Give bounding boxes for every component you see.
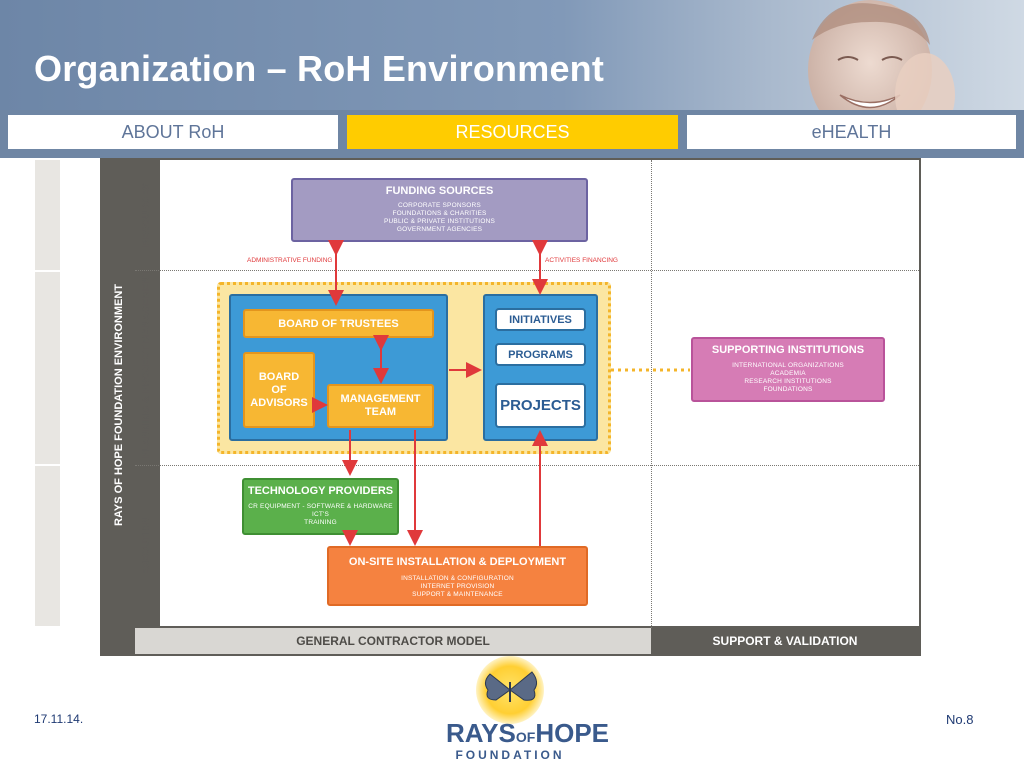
technology-provider-item: CR EQUIPMENT - SOFTWARE & HARDWARE	[248, 503, 393, 510]
side-title: RAYS OF HOPE FOUNDATION ENVIRONMENT	[113, 283, 125, 527]
footer-support-validation: SUPPORT & VALIDATION	[651, 628, 919, 654]
supporting-institutions-box: SUPPORTING INSTITUTIONS INTERNATIONAL OR…	[691, 337, 885, 402]
onsite-deployment-item: INTERNET PROVISION	[420, 583, 495, 590]
board-of-advisors-line: BOARD	[258, 370, 300, 383]
initiatives-label: INITIATIVES	[509, 313, 572, 326]
board-of-advisors-box: BOARD OF ADVISORS	[243, 352, 315, 428]
funding-source-item: CORPORATE SPONSORS	[398, 202, 481, 209]
board-of-advisors-line: OF	[271, 383, 287, 396]
footer-general-contractor: GENERAL CONTRACTOR MODEL	[135, 628, 651, 654]
band-execution	[35, 466, 60, 626]
funding-sources-box: FUNDING SOURCES CORPORATE SPONSORS FOUND…	[291, 178, 588, 242]
slide-date: 17.11.14.	[34, 712, 84, 726]
board-of-advisors-line: ADVISORS	[250, 396, 308, 409]
divider-line	[135, 270, 919, 271]
programs-label: PROGRAMS	[508, 348, 573, 361]
funding-source-item: FOUNDATIONS & CHARITIES	[392, 210, 487, 217]
onsite-deployment-title: ON-SITE INSTALLATION & DEPLOYMENT	[348, 556, 567, 568]
board-of-trustees-box: BOARD OF TRUSTEES	[243, 309, 434, 338]
board-of-trustees-label: BOARD OF TRUSTEES	[278, 317, 399, 330]
band-label-execution: EXECUTION	[141, 516, 152, 576]
supporting-institution-item: INTERNATIONAL ORGANIZATIONS	[732, 362, 844, 369]
supporting-institutions-title: SUPPORTING INSTITUTIONS	[711, 344, 865, 356]
technology-provider-item: ICT'S	[311, 511, 330, 518]
divider-line	[135, 465, 919, 466]
funding-source-item: GOVERNMENT AGENCIES	[396, 226, 483, 233]
logo-wordmark: RAYSOFHOPE	[446, 718, 609, 748]
onsite-deployment-box: ON-SITE INSTALLATION & DEPLOYMENT INSTAL…	[327, 546, 588, 606]
divider-line	[651, 160, 652, 628]
management-team-line: TEAM	[364, 406, 397, 418]
technology-provider-item: TRAINING	[304, 519, 337, 526]
butterfly-sun-icon	[476, 656, 544, 724]
initiatives-box: INITIATIVES	[495, 308, 586, 331]
slide-title: Organization – RoH Environment	[34, 48, 605, 89]
funding-sources-title: FUNDING SOURCES	[385, 185, 494, 197]
band-resources	[35, 160, 60, 270]
page-number: No.8	[946, 712, 974, 727]
band-planning	[35, 272, 60, 464]
administrative-funding-label: ADMINISTRATIVE FUNDING	[247, 257, 333, 264]
rays-of-hope-logo: RAYSOFHOPE FOUNDATION	[440, 656, 609, 766]
projects-box: PROJECTS	[495, 383, 586, 428]
supporting-institution-item: RESEARCH INSTITUTIONS	[744, 378, 832, 385]
technology-providers-box: TECHNOLOGY PROVIDERS CR EQUIPMENT - SOFT…	[242, 478, 399, 535]
technology-providers-title: TECHNOLOGY PROVIDERS	[247, 485, 394, 497]
logo-foundation: FOUNDATION	[455, 748, 565, 762]
tab-ehealth[interactable]: eHEALTH	[687, 115, 1016, 149]
tab-about-roh[interactable]: ABOUT RoH	[8, 115, 338, 149]
activities-financing-label: ACTIVITIES FINANCING	[545, 257, 618, 264]
tab-resources[interactable]: RESOURCES	[347, 115, 678, 149]
programs-box: PROGRAMS	[495, 343, 586, 366]
onsite-deployment-item: INSTALLATION & CONFIGURATION	[401, 575, 514, 582]
supporting-institution-item: FOUNDATIONS	[763, 386, 813, 393]
band-label-planning: PLANNING & PROJECT MANAGEMENT	[141, 270, 152, 458]
management-team-line: MANAGEMENT	[340, 393, 421, 405]
funding-source-item: PUBLIC & PRIVATE INSTITUTIONS	[383, 218, 496, 225]
band-label-resources: RESOURCES	[141, 183, 152, 247]
onsite-deployment-item: SUPPORT & MAINTENANCE	[412, 591, 503, 598]
management-team-box: MANAGEMENT TEAM	[327, 384, 434, 428]
projects-label: PROJECTS	[500, 397, 581, 414]
supporting-institution-item: ACADEMIA	[770, 370, 806, 377]
